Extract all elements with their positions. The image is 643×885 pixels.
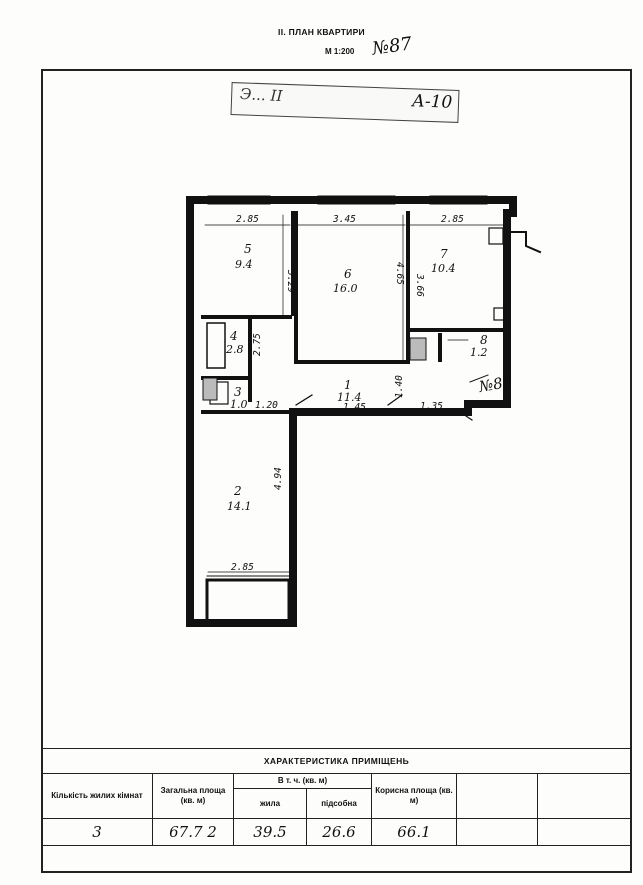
dim-corridor-a: 1.20 [255,400,278,411]
dim-room5-width: 2.85 [236,214,259,225]
room-5-area: 9.4 [235,258,253,271]
header-extra-2 [537,773,632,819]
dim-room4-depth: 2.75 [252,333,263,356]
value-auxiliary: 26.6 [306,818,372,846]
header-total-area: Загальна площа (кв. м) [152,773,234,819]
value-living: 39.5 [233,818,307,846]
room-7-area: 10.4 [431,262,456,275]
room-3-area: 1.0 [230,398,248,411]
dim-room2-depth: 4.94 [273,467,284,490]
dim-corridor-d: 1.35 [420,401,443,412]
dim-corridor-c: 1.40 [394,375,405,398]
sink [493,307,505,321]
dim-room7-width: 2.85 [441,214,464,225]
room-labels: 5 9.4 6 16.0 7 10.4 4 2.8 3 1.0 8 1.2 1 … [225,242,514,513]
inner-walls [201,211,507,414]
dim-room2-width: 2.85 [231,562,254,573]
dim-room7-depth: 3.66 [414,273,425,297]
plan-frame [41,69,632,873]
header-rooms-count: Кількість жилих кімнат [41,773,153,819]
door-marks [295,394,473,421]
header-auxiliary: підсобна [306,788,372,819]
room-5-number: 5 [244,242,252,256]
value-extra-1 [456,818,538,846]
value-total-area: 67.7 2 [152,818,234,846]
room-1-area: 11.4 [337,391,362,404]
side-stub [509,231,542,254]
dim-corridor-b: 1.45 [343,402,366,413]
window-marks [207,195,488,205]
value-extra-2 [537,818,632,846]
balcony [205,578,291,626]
room-6-area: 16.0 [333,282,358,295]
room-2-area: 14.1 [227,500,252,513]
value-rooms-count: 3 [41,818,153,846]
room-2-number: 2 [233,484,242,498]
room-3-number: 3 [234,385,242,399]
apartment-label: №87 [477,372,514,396]
dim-room5-depth: 3.29 [285,269,296,293]
header-living: жила [233,788,307,819]
room-1-number: 1 [344,378,352,392]
value-useful-area: 66.1 [371,818,457,846]
header-including: В т. ч. (кв. м) [233,772,372,790]
table-caption: ХАРАКТЕРИСТИКА ПРИМІЩЕНЬ [41,748,632,774]
room-4-number: 4 [229,329,238,343]
shaft-right [409,337,427,361]
header-extra-1 [456,773,538,819]
stove [488,227,504,245]
room-8-area: 1.2 [470,346,488,359]
shaft-left [202,377,218,401]
document-title: II. ПЛАН КВАРТИРИ [278,27,365,37]
room-7-number: 7 [440,247,448,261]
dimension-lines [204,214,506,573]
room-6-number: 6 [344,267,352,281]
room-8-number: 8 [480,333,488,347]
dimension-labels: 2.85 3.45 2.85 3.29 4.65 3.66 2.75 1.20 … [231,214,464,573]
room-4-area: 2.8 [225,343,244,356]
dim-room6-depth: 4.65 [394,262,405,285]
dim-room6-width: 3.45 [332,214,356,225]
bathtub [206,322,226,369]
rooms-characteristics-table: ХАРАКТЕРИСТИКА ПРИМІЩЕНЬ Кількість жилих… [41,748,632,873]
header-useful-area: Корисна площа (кв. м) [371,773,457,819]
scale-label: М 1:200 [325,47,355,56]
